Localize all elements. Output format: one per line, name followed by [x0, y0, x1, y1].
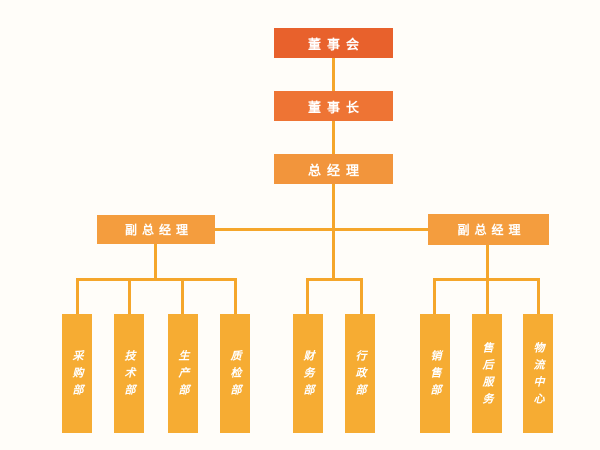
- org-node-chairman-label: 董事长: [307, 99, 365, 115]
- org-node-deputy-left-label: 副总经理: [124, 223, 193, 237]
- org-node-chairman: 董事长: [274, 91, 393, 121]
- connector-drop-shengchan: [181, 278, 184, 314]
- org-node-general-manager: 总经理: [274, 154, 393, 184]
- org-node-dept-aftersales: 售后服务: [472, 314, 502, 433]
- connector-drop-caiwu: [306, 278, 309, 314]
- connector-board-chairman: [332, 58, 335, 91]
- org-node-dept-logistics-label: 物流中心: [532, 341, 544, 410]
- org-node-deputy-left: 副总经理: [97, 215, 215, 244]
- connector-drop-zhijian: [234, 278, 237, 314]
- org-node-dept-production: 生产部: [168, 314, 198, 433]
- org-node-dept-aftersales-label: 售后服务: [481, 341, 493, 410]
- connector-drop-xingzheng: [360, 278, 363, 314]
- org-node-dept-production-label: 生产部: [177, 350, 189, 401]
- org-node-dept-technology-label: 技术部: [123, 350, 135, 401]
- org-node-dept-quality: 质检部: [220, 314, 250, 433]
- org-node-dept-purchasing: 采购部: [62, 314, 92, 433]
- org-node-board-label: 董事会: [307, 36, 365, 52]
- org-node-dept-administration-label: 行政部: [354, 350, 366, 401]
- org-node-dept-sales: 销售部: [420, 314, 450, 433]
- connector-gm-middle-bus: [332, 184, 335, 281]
- connector-drop-shouhou: [486, 278, 489, 314]
- connector-deputy-right-drop: [486, 245, 489, 281]
- org-node-dept-administration: 行政部: [345, 314, 375, 433]
- org-node-dept-technology: 技术部: [114, 314, 144, 433]
- connector-drop-wuliu: [537, 278, 540, 314]
- org-node-dept-logistics: 物流中心: [523, 314, 553, 433]
- connector-drop-jishu: [128, 278, 131, 314]
- org-node-dept-quality-label: 质检部: [229, 350, 241, 401]
- org-node-dept-purchasing-label: 采购部: [71, 350, 83, 401]
- org-node-dept-sales-label: 销售部: [429, 350, 441, 401]
- connector-chairman-gm: [332, 121, 335, 154]
- org-node-dept-finance: 财务部: [293, 314, 323, 433]
- connector-middle-bus: [306, 278, 363, 281]
- org-node-general-manager-label: 总经理: [307, 162, 365, 178]
- org-node-deputy-right: 副总经理: [428, 214, 549, 245]
- org-node-board: 董事会: [274, 28, 393, 58]
- connector-deputies-cross-link: [215, 228, 428, 231]
- connector-deputy-left-drop: [154, 244, 157, 281]
- connector-drop-caigou: [76, 278, 79, 314]
- connector-left-bus: [76, 278, 237, 281]
- org-node-dept-finance-label: 财务部: [302, 350, 314, 401]
- connector-drop-xiaoshou: [433, 278, 436, 314]
- org-node-deputy-right-label: 副总经理: [457, 223, 526, 237]
